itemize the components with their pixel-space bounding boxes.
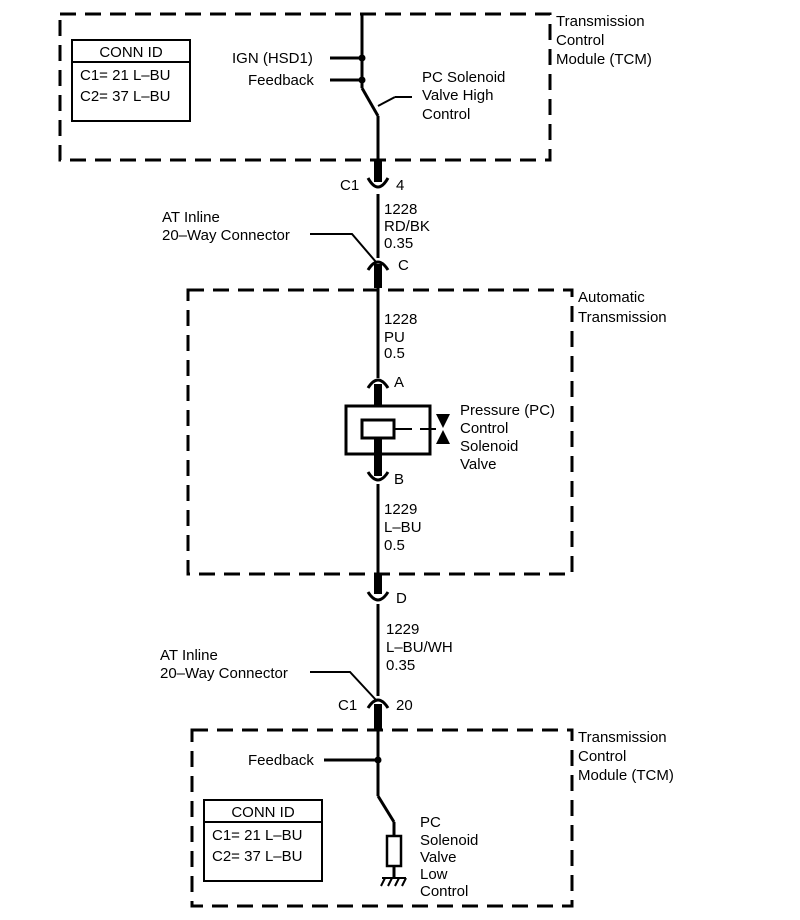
inline-bottom-label-2: 20–Way Connector: [160, 665, 288, 682]
trans-wire2-color: L–BU: [384, 519, 422, 536]
switch-low-label-5: Control: [420, 883, 468, 900]
trans-wire2-circuit: 1229: [384, 501, 417, 518]
inline-connector-top-c: [366, 260, 390, 271]
feedback-label-bottom: Feedback: [248, 752, 314, 769]
conn-id-title: CONN ID: [231, 804, 295, 821]
pc-solenoid-valve: [344, 404, 436, 456]
connector-c1-pin: 4: [396, 177, 404, 194]
switch-low-label-2: Solenoid: [420, 832, 478, 849]
switch-low-label-1: PC: [420, 814, 441, 831]
ground-icon: [380, 877, 407, 887]
inline-top-label-1: AT Inline: [162, 209, 220, 226]
wire-1-gauge: 0.35: [384, 235, 413, 252]
tcm-bottom-boundary: [190, 728, 574, 908]
ign-label: IGN (HSD1): [232, 50, 313, 67]
tcm-top-label-3: Module (TCM): [556, 51, 652, 68]
junction-dot: [358, 76, 366, 84]
feedback-label-top: Feedback: [248, 72, 314, 89]
connector-c1-bottom-name: C1: [338, 697, 357, 714]
low-side-switch: [376, 795, 396, 823]
valve-symbol-icon: [436, 414, 450, 444]
tcm-top-label-2: Control: [556, 32, 604, 49]
conn-id-c2: C2= 37 L–BU: [80, 88, 170, 105]
connector-c1-pin-20: [366, 698, 390, 709]
conn-id-c1: C1= 21 L–BU: [80, 67, 170, 84]
tcm-bottom-label-1: Transmission: [578, 729, 667, 746]
tcm-top-label-1: Transmission: [556, 13, 645, 30]
wire-1-color: RD/BK: [384, 218, 430, 235]
pin-b-label: B: [394, 471, 404, 488]
solenoid-label-4: Valve: [460, 456, 496, 473]
connector-d: [366, 591, 390, 602]
solenoid-pin-b: [366, 471, 390, 482]
high-side-switch: [360, 87, 380, 117]
switch-high-label-2: Valve High: [422, 87, 493, 104]
wire-2-gauge: 0.35: [386, 657, 415, 674]
switch-high-label-1: PC Solenoid: [422, 69, 505, 86]
connector-c1-name: C1: [340, 177, 359, 194]
low-side-resistor: [385, 834, 403, 868]
wire-2-color: L–BU/WH: [386, 639, 453, 656]
inline-top-label-2: 20–Way Connector: [162, 227, 290, 244]
trans-wire-circuit: 1228: [384, 311, 417, 328]
conn-id-table-bottom: CONN ID C1= 21 L–BU C2= 37 L–BU: [203, 799, 323, 882]
solenoid-label-2: Control: [460, 420, 508, 437]
tcm-top-boundary: [58, 12, 552, 162]
inline-top-pin: C: [398, 257, 409, 274]
conn-id-c1: C1= 21 L–BU: [212, 827, 302, 844]
connector-c1-pin-4: [366, 177, 390, 189]
wire-1-circuit: 1228: [384, 201, 417, 218]
transmission-label-1: Automatic: [578, 289, 645, 306]
trans-wire-color: PU: [384, 329, 405, 346]
solenoid-pin-a: [366, 378, 390, 389]
solenoid-label-3: Solenoid: [460, 438, 518, 455]
switch-high-label-3: Control: [422, 106, 470, 123]
switch-low-label-4: Low: [420, 866, 448, 883]
junction-dot: [358, 54, 366, 62]
solenoid-label-1: Pressure (PC): [460, 402, 555, 419]
switch-low-label-3: Valve: [420, 849, 456, 866]
wire-2-circuit: 1229: [386, 621, 419, 638]
transmission-label-2: Transmission: [578, 309, 667, 326]
connector-d-pin: D: [396, 590, 407, 607]
conn-id-c2: C2= 37 L–BU: [212, 848, 302, 865]
connector-c1-bottom-pin: 20: [396, 697, 413, 714]
tcm-bottom-label-3: Module (TCM): [578, 767, 674, 784]
tcm-bottom-label-2: Control: [578, 748, 626, 765]
pin-a-label: A: [394, 374, 404, 391]
trans-wire-gauge: 0.5: [384, 345, 405, 362]
conn-id-title: CONN ID: [99, 44, 163, 61]
inline-bottom-label-1: AT Inline: [160, 647, 218, 664]
conn-id-table-top: CONN ID C1= 21 L–BU C2= 37 L–BU: [71, 39, 191, 122]
junction-dot: [374, 756, 382, 764]
trans-wire2-gauge: 0.5: [384, 537, 405, 554]
